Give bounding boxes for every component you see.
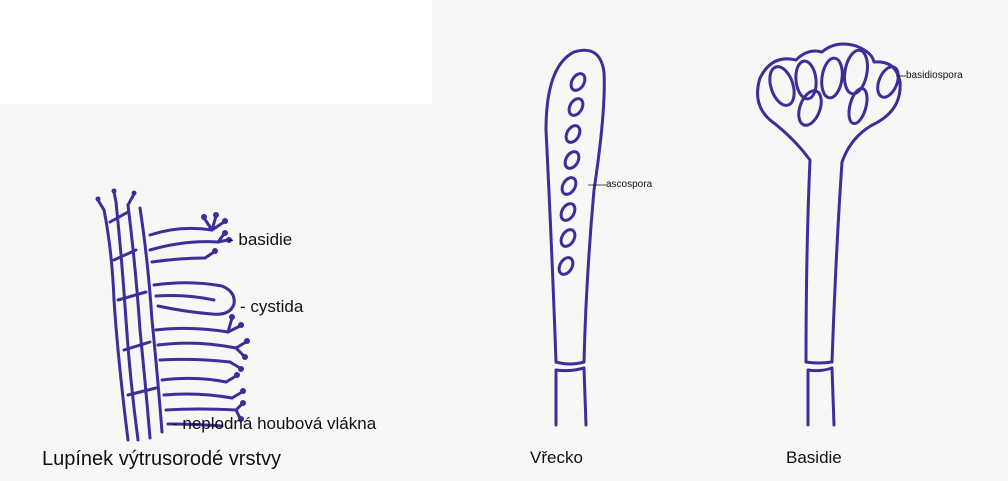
basidie-label: - basidie	[228, 230, 292, 250]
basidiospora-label: basidiospora	[906, 70, 963, 81]
ascus-caption: Vřecko	[530, 448, 583, 468]
hyphae-label: - neplodná houbová vlákna	[172, 414, 376, 434]
ascus-drawing	[546, 50, 604, 425]
basidium-drawing	[758, 44, 903, 425]
gill-caption: Lupínek výtrusorodé vrstvy	[42, 448, 281, 471]
cystida-label: - cystida	[240, 297, 303, 317]
gill-hymenium-drawing	[98, 192, 246, 440]
ascospora-label: ascospora	[606, 179, 652, 190]
basidium-caption: Basidie	[786, 448, 842, 468]
